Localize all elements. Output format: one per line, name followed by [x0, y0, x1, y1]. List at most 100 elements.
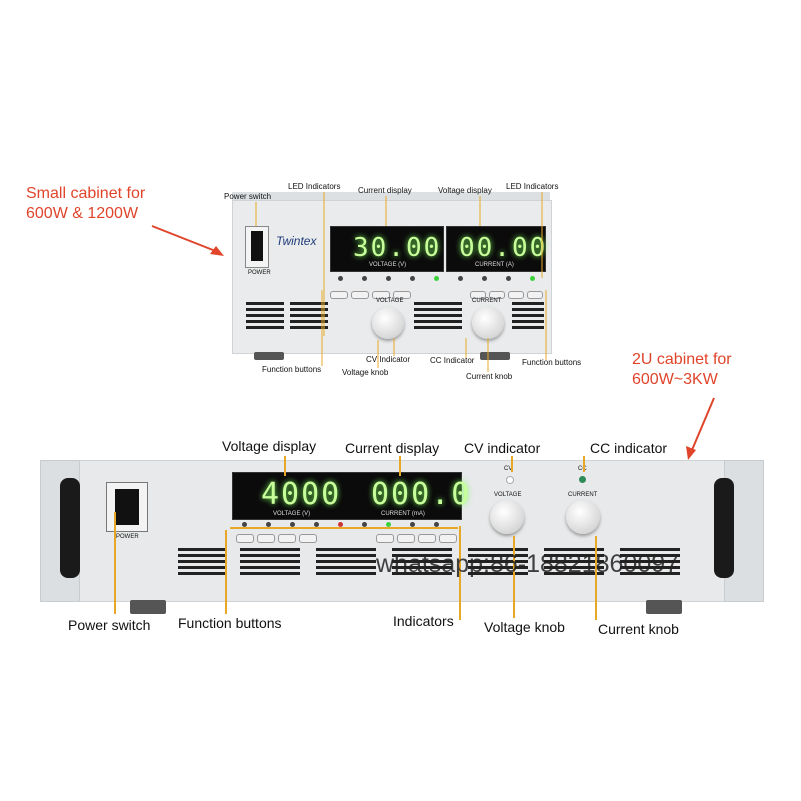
small-function-button[interactable] [330, 291, 348, 299]
big-current-knob-label: CURRENT [568, 492, 598, 498]
small-led [530, 276, 535, 281]
big-foot-left [130, 600, 166, 614]
small-function-buttons-left [330, 286, 414, 304]
small-led [410, 276, 415, 281]
small-foot-right [480, 352, 510, 360]
small-function-button[interactable] [351, 291, 369, 299]
big-function-buttons-left [236, 530, 320, 548]
small-function-button[interactable] [372, 291, 390, 299]
small-function-button[interactable] [470, 291, 486, 299]
big-cabinet-heading-line2: 600W~3KW [632, 371, 718, 388]
big-led-row [238, 522, 458, 530]
big-cabinet-heading: 2U cabinet for 600W~3KW [632, 350, 732, 390]
big-handle-right[interactable] [714, 478, 734, 578]
big-function-button[interactable] [278, 534, 296, 543]
small-led-row [336, 276, 546, 284]
callout-small-led-right: LED Indicators [506, 182, 559, 191]
big-function-button[interactable] [418, 534, 436, 543]
big-function-button[interactable] [397, 534, 415, 543]
small-vents-right [512, 302, 544, 332]
callout-small-led-left: LED Indicators [288, 182, 341, 191]
big-cv-label: CV [504, 466, 513, 472]
small-brand-logo: Twintex [276, 234, 317, 248]
red-arrow-big [686, 397, 715, 460]
small-cv-led [434, 276, 439, 281]
small-function-button[interactable] [508, 291, 524, 299]
small-function-button[interactable] [527, 291, 543, 299]
big-cabinet-heading-line1: 2U cabinet for [632, 351, 732, 368]
big-vents-1 [178, 548, 226, 578]
small-function-buttons-right [470, 286, 546, 304]
big-function-button[interactable] [257, 534, 275, 543]
big-led [266, 522, 271, 527]
small-cabinet-top [232, 192, 550, 202]
small-power-label: POWER [248, 270, 271, 276]
big-function-button[interactable] [439, 534, 457, 543]
watermark: whatsapp:86-18821860097 [376, 550, 680, 578]
small-current-knob[interactable] [472, 307, 504, 339]
small-foot-left [254, 352, 284, 360]
big-foot-right [646, 600, 682, 614]
small-leader-lines [255, 192, 547, 372]
small-function-button[interactable] [489, 291, 505, 299]
small-led [458, 276, 463, 281]
big-power-label: POWER [116, 534, 139, 540]
big-voltage-unit: VOLTAGE (V) [273, 511, 311, 517]
big-vents-5 [468, 548, 528, 578]
big-vents-6 [544, 548, 604, 578]
callout-small-voltage-display: Voltage display [438, 186, 492, 195]
big-voltage-knob-label: VOLTAGE [494, 492, 522, 498]
callout-big-cc-indicator: CC indicator [590, 440, 668, 456]
big-led [242, 522, 247, 527]
callout-small-function-buttons-right: Function buttons [522, 358, 582, 367]
big-function-button[interactable] [236, 534, 254, 543]
big-current-value: 000.0 [371, 477, 472, 512]
small-led [506, 276, 511, 281]
callout-big-voltage-knob: Voltage knob [484, 619, 565, 635]
small-voltage-knob[interactable] [372, 307, 404, 339]
big-leader-lines [114, 456, 597, 620]
callout-big-power-switch: Power switch [68, 617, 151, 633]
small-led [386, 276, 391, 281]
big-led [314, 522, 319, 527]
small-voltage-value: 30.00 [353, 233, 442, 263]
big-voltage-knob[interactable] [490, 500, 524, 534]
callout-big-cv-indicator: CV indicator [464, 440, 541, 456]
small-function-button[interactable] [393, 291, 411, 299]
callout-small-current-knob: Current knob [466, 372, 513, 381]
small-current-value: 00.00 [459, 233, 548, 263]
big-vents-7 [620, 548, 680, 578]
big-cc-led [579, 476, 586, 483]
callout-small-cv-indicator: CV Indicator [366, 355, 411, 364]
small-voltage-unit: VOLTAGE (V) [369, 262, 407, 268]
big-led [338, 522, 343, 527]
small-led [338, 276, 343, 281]
big-handle-left[interactable] [60, 478, 80, 578]
big-current-unit: CURRENT (mA) [381, 511, 425, 517]
big-vents-3 [316, 548, 376, 578]
big-function-button[interactable] [376, 534, 394, 543]
callout-big-indicators: Indicators [393, 613, 454, 629]
big-function-button[interactable] [299, 534, 317, 543]
small-current-knob-label: CURRENT [472, 298, 502, 304]
big-vents-2 [240, 548, 300, 578]
callout-big-current-knob: Current knob [598, 621, 679, 637]
big-power-switch[interactable] [106, 482, 148, 532]
callout-small-voltage-knob: Voltage knob [342, 368, 389, 377]
small-vents-center [414, 302, 462, 332]
big-led [410, 522, 415, 527]
small-vents-mid-left [290, 302, 328, 332]
big-cv-led [506, 476, 514, 484]
small-current-unit: CURRENT (A) [475, 262, 514, 268]
small-current-display: 00.00 CURRENT (A) [446, 226, 546, 272]
small-led [362, 276, 367, 281]
callout-small-power-switch: Power switch [224, 192, 272, 201]
small-power-switch[interactable] [245, 226, 269, 268]
small-vents-left [246, 302, 284, 332]
big-cc-label: CC [578, 466, 587, 472]
big-current-knob[interactable] [566, 500, 600, 534]
callout-big-function-buttons: Function buttons [178, 615, 282, 631]
big-function-buttons-right [376, 530, 460, 548]
big-led [362, 522, 367, 527]
big-led [386, 522, 391, 527]
